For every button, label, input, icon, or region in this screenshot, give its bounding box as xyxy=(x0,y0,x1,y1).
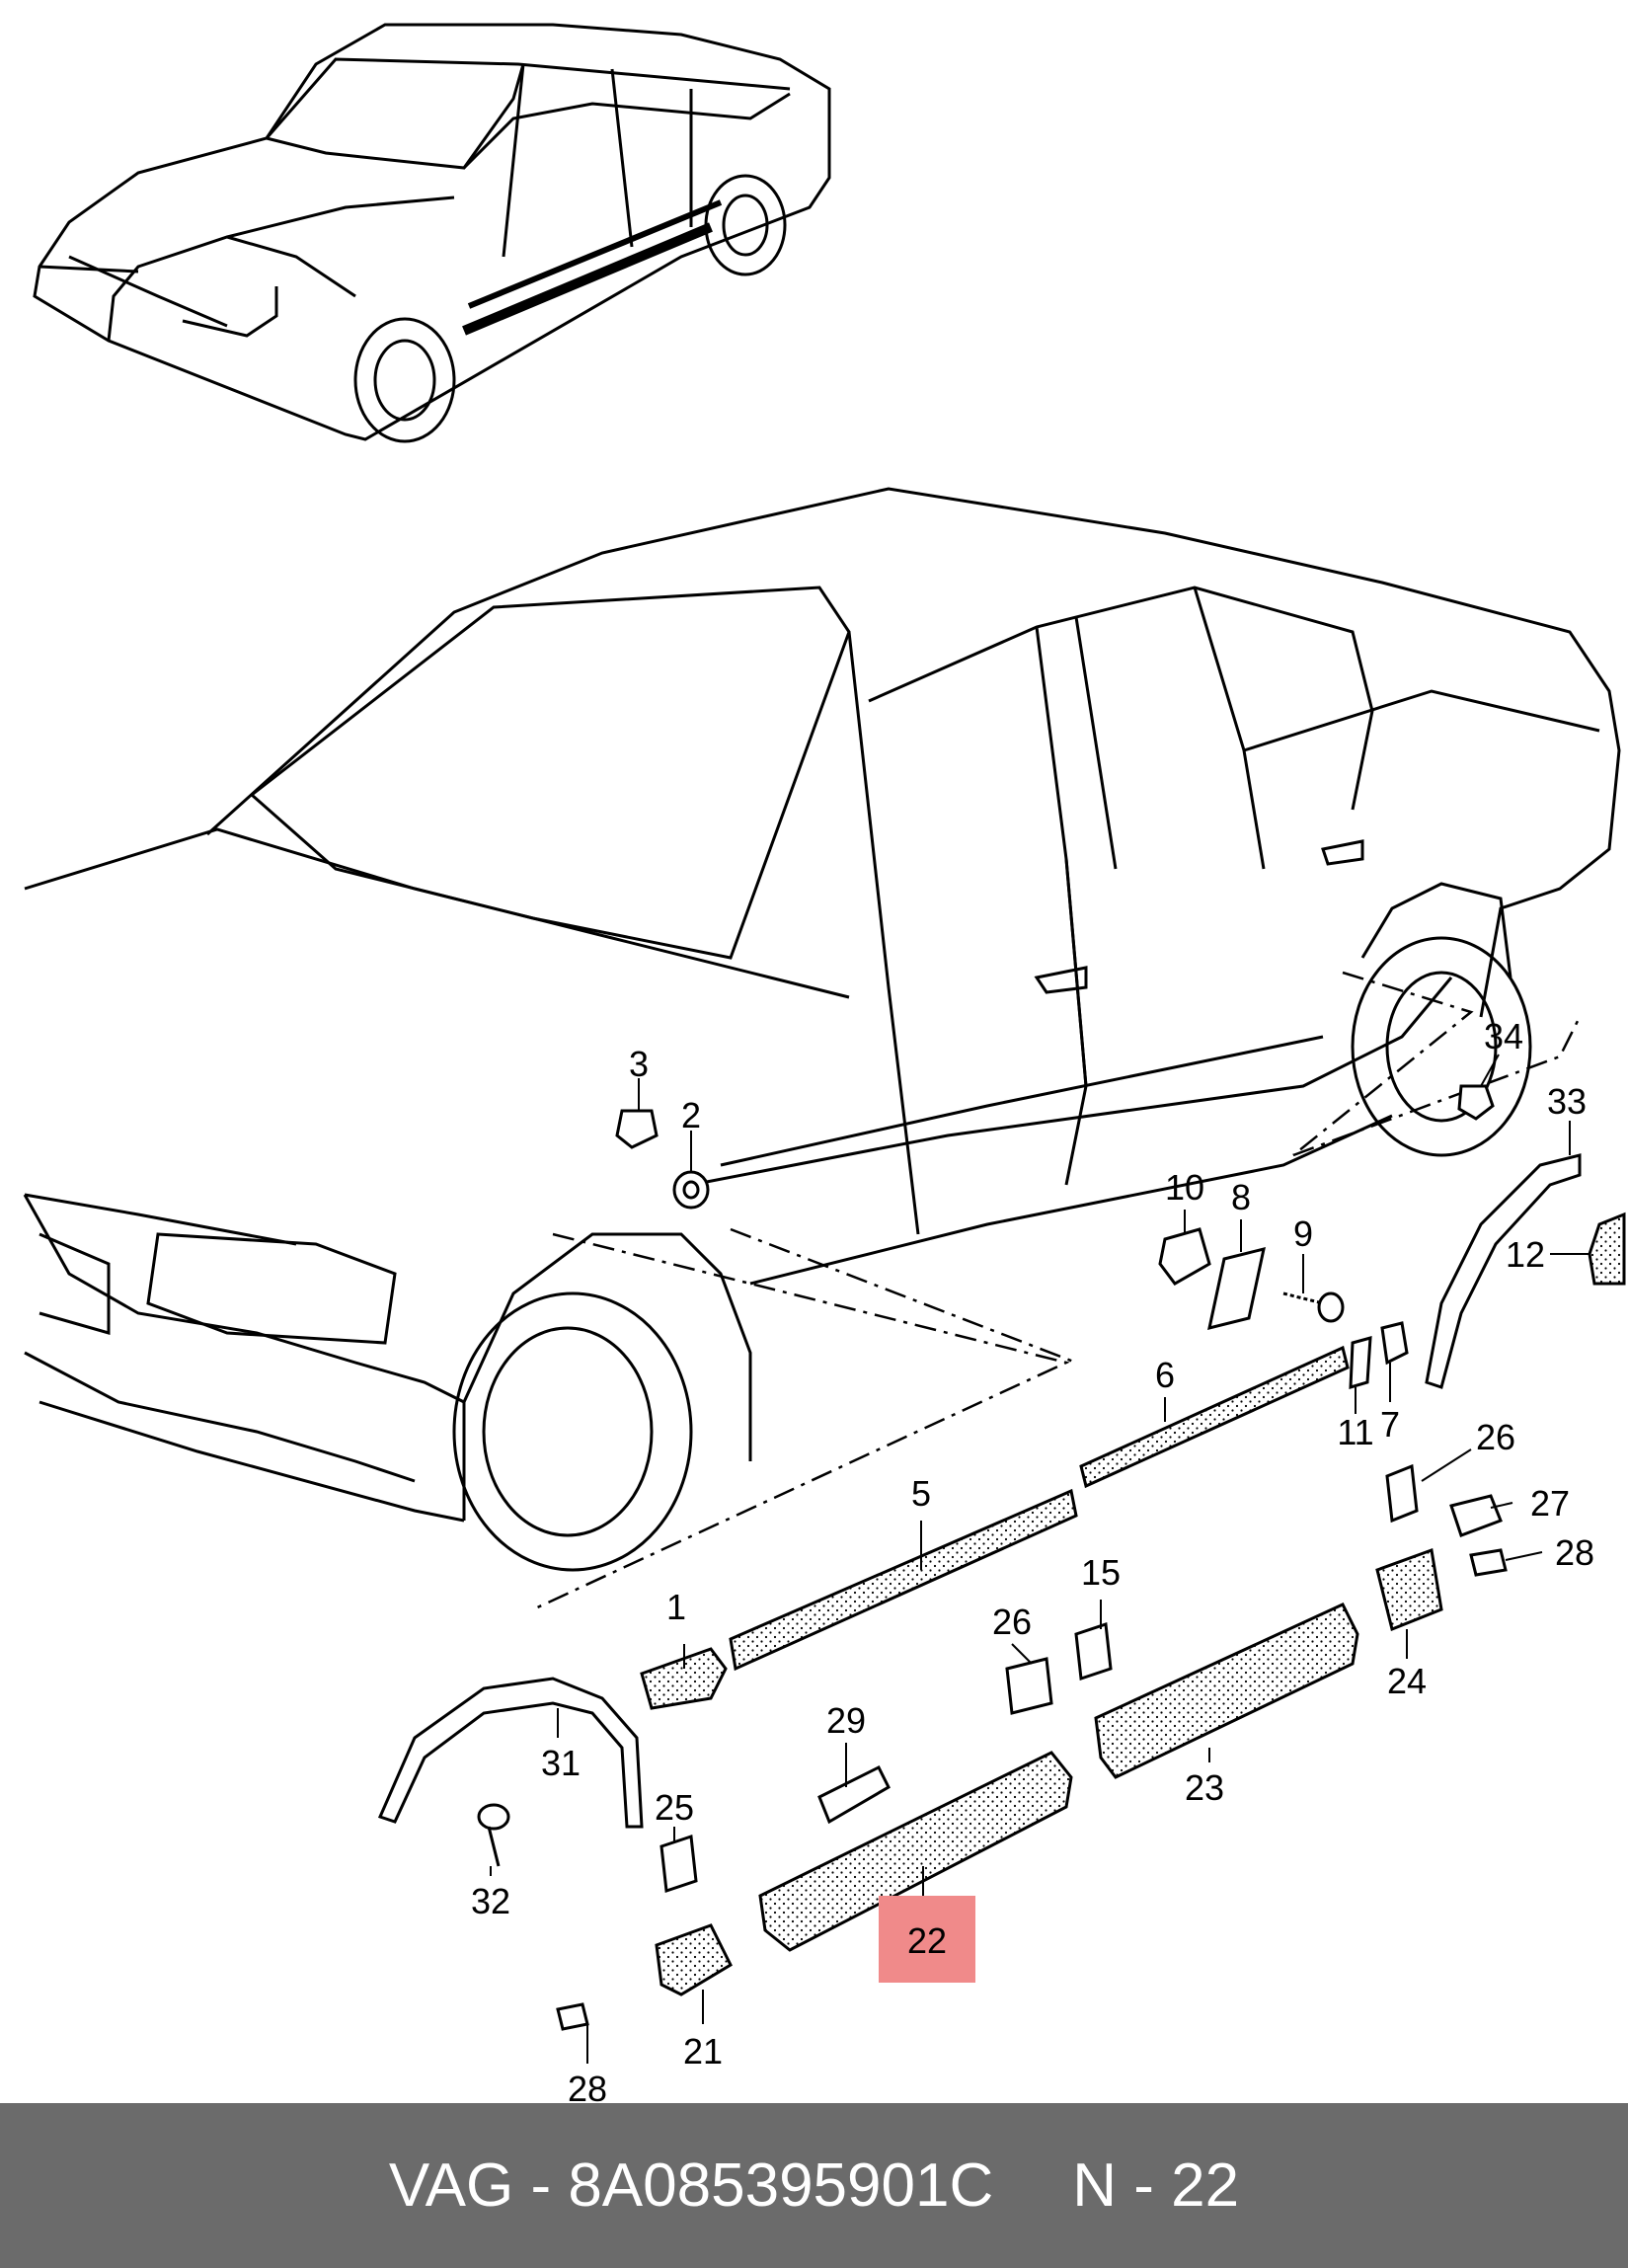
part-label[interactable]: 3 xyxy=(629,1044,649,1084)
part-label[interactable]: 10 xyxy=(1165,1167,1204,1208)
part-label[interactable]: 27 xyxy=(1530,1483,1570,1524)
part-label[interactable]: 33 xyxy=(1547,1081,1587,1122)
part-label[interactable]: 2 xyxy=(681,1095,701,1135)
part-label[interactable]: 12 xyxy=(1506,1234,1545,1275)
diagram-position-text: N - 22 xyxy=(1072,2151,1240,2220)
leader-lines xyxy=(532,971,1582,1611)
label-leaders xyxy=(490,1054,1589,2064)
parts xyxy=(377,1084,1626,2031)
part-label[interactable]: 24 xyxy=(1387,1661,1427,1701)
footer-bar: VAG - 8A085395901C N - 22 xyxy=(0,2103,1628,2268)
part-label[interactable]: 26 xyxy=(992,1602,1032,1642)
part-number-text: VAG - 8A085395901C xyxy=(388,2151,994,2220)
reference-car-illustration xyxy=(33,23,831,443)
highlight-box-22 xyxy=(879,1896,975,1983)
part-label[interactable]: 28 xyxy=(568,2069,607,2103)
part-label[interactable]: 9 xyxy=(1293,1213,1313,1254)
part-label[interactable]: 25 xyxy=(655,1787,694,1828)
part-label[interactable]: 29 xyxy=(826,1700,866,1741)
part-label[interactable]: 7 xyxy=(1380,1404,1400,1445)
highlighted-part-label[interactable]: 22 xyxy=(907,1920,947,1961)
main-car-illustration xyxy=(23,487,1621,1572)
part-labels: 1 2 3 5 6 7 8 9 10 11 12 15 21 22 23 24 … xyxy=(471,1016,1594,2103)
part-label[interactable]: 26 xyxy=(1476,1417,1515,1457)
part-label[interactable]: 11 xyxy=(1337,1412,1373,1452)
part-label[interactable]: 23 xyxy=(1185,1767,1224,1808)
part-label[interactable]: 32 xyxy=(471,1881,510,1921)
part-label[interactable]: 6 xyxy=(1155,1355,1175,1395)
exploded-parts-diagram: 1 2 3 5 6 7 8 9 10 11 12 15 21 22 23 24 … xyxy=(23,23,1626,2103)
part-label[interactable]: 1 xyxy=(666,1587,686,1627)
part-label[interactable]: 21 xyxy=(683,2031,723,2072)
part-label[interactable]: 8 xyxy=(1231,1177,1251,1217)
part-label[interactable]: 34 xyxy=(1484,1016,1523,1056)
part-label[interactable]: 15 xyxy=(1081,1552,1121,1593)
part-label[interactable]: 5 xyxy=(911,1473,931,1514)
part-label[interactable]: 28 xyxy=(1555,1532,1594,1573)
part-label[interactable]: 31 xyxy=(541,1743,581,1783)
